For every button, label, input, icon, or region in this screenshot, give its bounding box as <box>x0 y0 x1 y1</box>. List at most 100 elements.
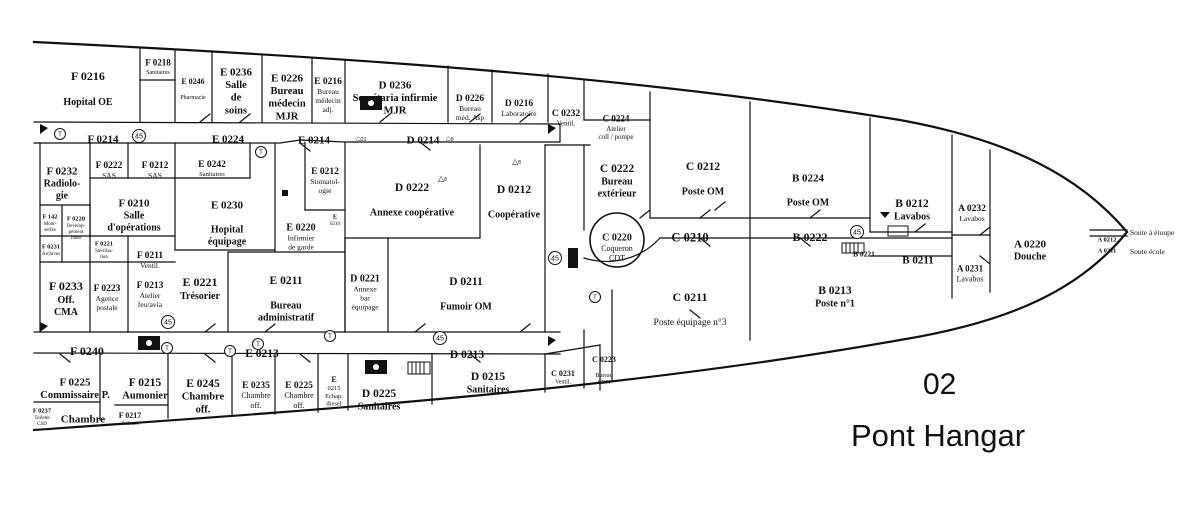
room-code: B 0213 <box>818 285 852 297</box>
svg-text:T: T <box>165 346 169 352</box>
svg-text:45: 45 <box>853 229 861 237</box>
room-label: pement <box>69 230 84 235</box>
room-label: Echap. <box>325 393 343 400</box>
room-code: E 0245 <box>186 378 220 390</box>
room-code: A 0220 <box>1014 238 1047 250</box>
stair-icon: ⌂21 <box>356 134 367 143</box>
room-label: Bureau <box>270 300 302 311</box>
room-a-0211: A 0211 <box>1098 248 1117 255</box>
room-label: Atelier <box>606 125 626 133</box>
svg-text:T: T <box>58 132 62 138</box>
room-label: Sanitaires <box>199 171 225 178</box>
room-code: E 0211 <box>270 275 303 287</box>
room-code: D 0222 <box>395 182 429 194</box>
room-code: E 0226 <box>271 72 304 84</box>
room-label: Agence <box>96 294 120 303</box>
room-label: administratif <box>258 312 315 323</box>
bow-note: Soute à étoupe <box>1130 228 1175 237</box>
corridor-marker <box>548 336 556 346</box>
room-label: Ventil. <box>140 261 160 270</box>
room-code: F 0217 <box>119 411 142 420</box>
room-label: CSD <box>37 422 47 427</box>
room-b-0221: B 0221 <box>853 249 875 258</box>
corridor-marker <box>880 212 890 218</box>
room-code: D 0236 <box>379 79 412 91</box>
access-marker: T <box>161 342 173 354</box>
room-code: E <box>333 214 337 221</box>
room-label: radio <box>71 236 82 241</box>
room-c-0210: C 0210 <box>671 231 708 245</box>
room-label: coll / pompe <box>599 133 634 141</box>
room-label: postale <box>96 303 118 312</box>
room-label: Commissaire P. <box>40 390 110 401</box>
svg-text:45: 45 <box>551 255 559 263</box>
room-d-0214: D 0214 <box>407 134 440 146</box>
room-label: Chambre <box>241 391 271 400</box>
room-code: B 0221 <box>853 249 875 258</box>
room-code: E 0216 <box>314 77 342 87</box>
room-label: de <box>231 93 242 104</box>
room-label: CDN <box>598 380 611 386</box>
room-code: E 0225 <box>285 381 313 391</box>
access-marker: T <box>589 291 601 303</box>
room-label: Ventil. <box>557 119 576 127</box>
room-label: feu/avia <box>138 300 163 309</box>
room-code: E 0242 <box>198 160 226 170</box>
deck-name: Pont Hangar <box>851 418 1026 453</box>
room-e-0214: E 0214 <box>298 134 331 146</box>
room-code: F 0220 <box>67 216 85 223</box>
room-b-0222: B 0222 <box>792 230 827 244</box>
room-code: F 0231 <box>42 244 60 251</box>
room-label: Infirmier <box>287 233 315 242</box>
room-f-0214: F 0214 <box>87 133 119 145</box>
room-code: A 0212 <box>1098 237 1117 244</box>
room-code: B 0212 <box>895 198 929 210</box>
room-code: B 0224 <box>792 172 825 184</box>
room-label: Poste équipage n°3 <box>654 317 727 328</box>
delta-icon: △8 <box>512 157 521 166</box>
room-label: MJR <box>276 111 299 122</box>
room-label: Toilette <box>34 416 50 421</box>
room-label: Atelier <box>140 291 161 300</box>
room-code: D 0221 <box>350 274 380 285</box>
svg-text:45: 45 <box>164 319 172 327</box>
room-code: F 0213 <box>137 281 164 291</box>
room-code: C 0223 <box>592 355 616 364</box>
room-code: F 0215 <box>129 377 162 389</box>
room-label: Lavabos <box>956 275 983 284</box>
hull-outline <box>32 40 1129 432</box>
room-code: E 0221 <box>182 275 217 289</box>
room-code: E 0212 <box>311 167 339 177</box>
room-label: Hopital OE <box>63 97 113 108</box>
room-label: Sanitaires <box>467 384 510 395</box>
delta-icon: △8 <box>438 174 447 183</box>
room-b-0211: B 0211 <box>902 254 933 266</box>
room-label: Stérilisa- <box>95 249 113 254</box>
room-label: adj. <box>322 105 333 114</box>
wall <box>544 344 601 391</box>
room-label: Bureau <box>595 373 612 379</box>
svg-text:45: 45 <box>436 335 444 343</box>
room-label: Bureau <box>459 104 481 113</box>
frame-marker: 45 <box>132 129 146 143</box>
room-label: 0215 <box>328 385 341 392</box>
room-code: C 0220 <box>602 233 632 244</box>
room-e-0213: E 0213 <box>245 348 279 360</box>
